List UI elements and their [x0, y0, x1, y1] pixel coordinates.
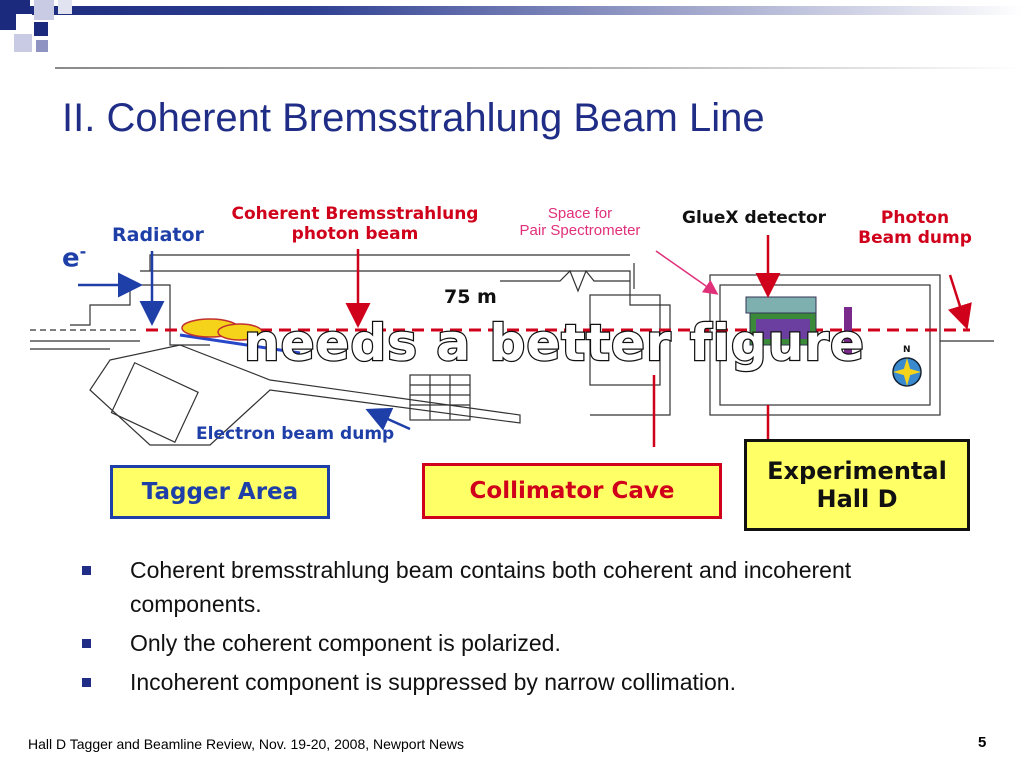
square-bullet-icon: [82, 566, 91, 575]
beam-dump-block: [844, 307, 852, 355]
hall-d-inner: [719, 284, 931, 406]
collimator-cave-box: Collimator Cave: [422, 463, 722, 519]
gluex-detector-top: [745, 296, 817, 314]
decor-square: [34, 0, 54, 20]
gluex-detector-core: [756, 319, 810, 339]
tunnel-outline: [140, 270, 671, 416]
distance-label: 75 m: [444, 286, 497, 308]
hall-d-label-line1: Experimental: [767, 457, 947, 485]
photon-dump-line2: Beam dump: [858, 227, 972, 248]
decor-square: [58, 0, 72, 14]
header-gradient-bar: [0, 6, 1024, 15]
tagger-magnet: [217, 323, 263, 341]
cb-beam-label-line1: Coherent Bremsstrahlung: [231, 204, 479, 224]
pair-spectrometer-arrow: [655, 250, 719, 295]
radiator-label: Radiator: [112, 224, 204, 246]
bullet-list: Coherent bremsstrahlung beam contains bo…: [82, 553, 962, 704]
slide-title: II. Coherent Bremsstrahlung Beam Line: [62, 96, 765, 140]
page-number: 5: [978, 734, 987, 751]
decor-square: [34, 22, 48, 36]
collimator-cave-label: Collimator Cave: [469, 478, 675, 504]
tagger-magnet-housing: [110, 361, 199, 443]
bullet-item: Only the coherent component is polarized…: [82, 626, 962, 660]
tagger-area-box: Tagger Area: [110, 465, 330, 519]
cb-beam-label: Coherent Bremsstrahlung photon beam: [220, 204, 490, 244]
electron-dump-channel: [89, 344, 521, 446]
beamline-figure: e- Radiator Coherent Bremsstrahlung phot…: [30, 185, 994, 540]
photon-dump-arrow: [947, 274, 972, 330]
decor-square: [36, 40, 48, 52]
hall-d-label-line2: Hall D: [816, 485, 898, 513]
square-bullet-icon: [82, 678, 91, 687]
overlay-note: needs a better figure: [243, 313, 865, 374]
electron-deflection-path: [179, 333, 301, 355]
compass-needle: [893, 368, 921, 376]
break-marker: [500, 269, 630, 293]
shield-block: [409, 374, 471, 421]
bullet-text: Coherent bremsstrahlung beam contains bo…: [130, 557, 852, 617]
tagger-area-label: Tagger Area: [141, 479, 299, 505]
beamline-drawing: [30, 235, 994, 447]
cb-beam-label-line2: photon beam: [291, 223, 419, 244]
tunnel-wall: [149, 254, 630, 271]
photon-dump-line1: Photon: [880, 208, 950, 228]
pair-spectrometer-label: Space for Pair Spectrometer: [500, 205, 660, 240]
square-bullet-icon: [82, 639, 91, 648]
pair-spectrometer-line2: Pair Spectrometer: [519, 222, 641, 240]
decor-square: [14, 34, 32, 52]
pair-spectrometer-line1: Space for: [547, 205, 613, 222]
bullet-text: Incoherent component is suppressed by na…: [130, 669, 736, 695]
electron-charge: -: [79, 242, 87, 261]
bullet-item: Coherent bremsstrahlung beam contains bo…: [82, 553, 962, 621]
bullet-item: Incoherent component is suppressed by na…: [82, 665, 962, 699]
electron-symbol: e: [62, 243, 80, 274]
hall-d-building: [709, 274, 941, 416]
footer-text: Hall D Tagger and Beamline Review, Nov. …: [28, 736, 465, 752]
electron-dump-arrow: [365, 407, 411, 431]
photon-dump-label: Photon Beam dump: [850, 208, 980, 248]
electron-dump-label: Electron beam dump: [196, 424, 395, 444]
electron-label: e-: [62, 242, 87, 275]
bullet-text: Only the coherent component is polarized…: [130, 630, 561, 656]
compass-north-label: N: [903, 345, 911, 355]
gluex-label: GlueX detector: [682, 208, 827, 228]
hall-d-box: Experimental Hall D: [744, 439, 970, 531]
decor-square: [16, 14, 32, 30]
title-rule: [55, 67, 1024, 69]
collimator-cave-outline: [589, 294, 661, 386]
